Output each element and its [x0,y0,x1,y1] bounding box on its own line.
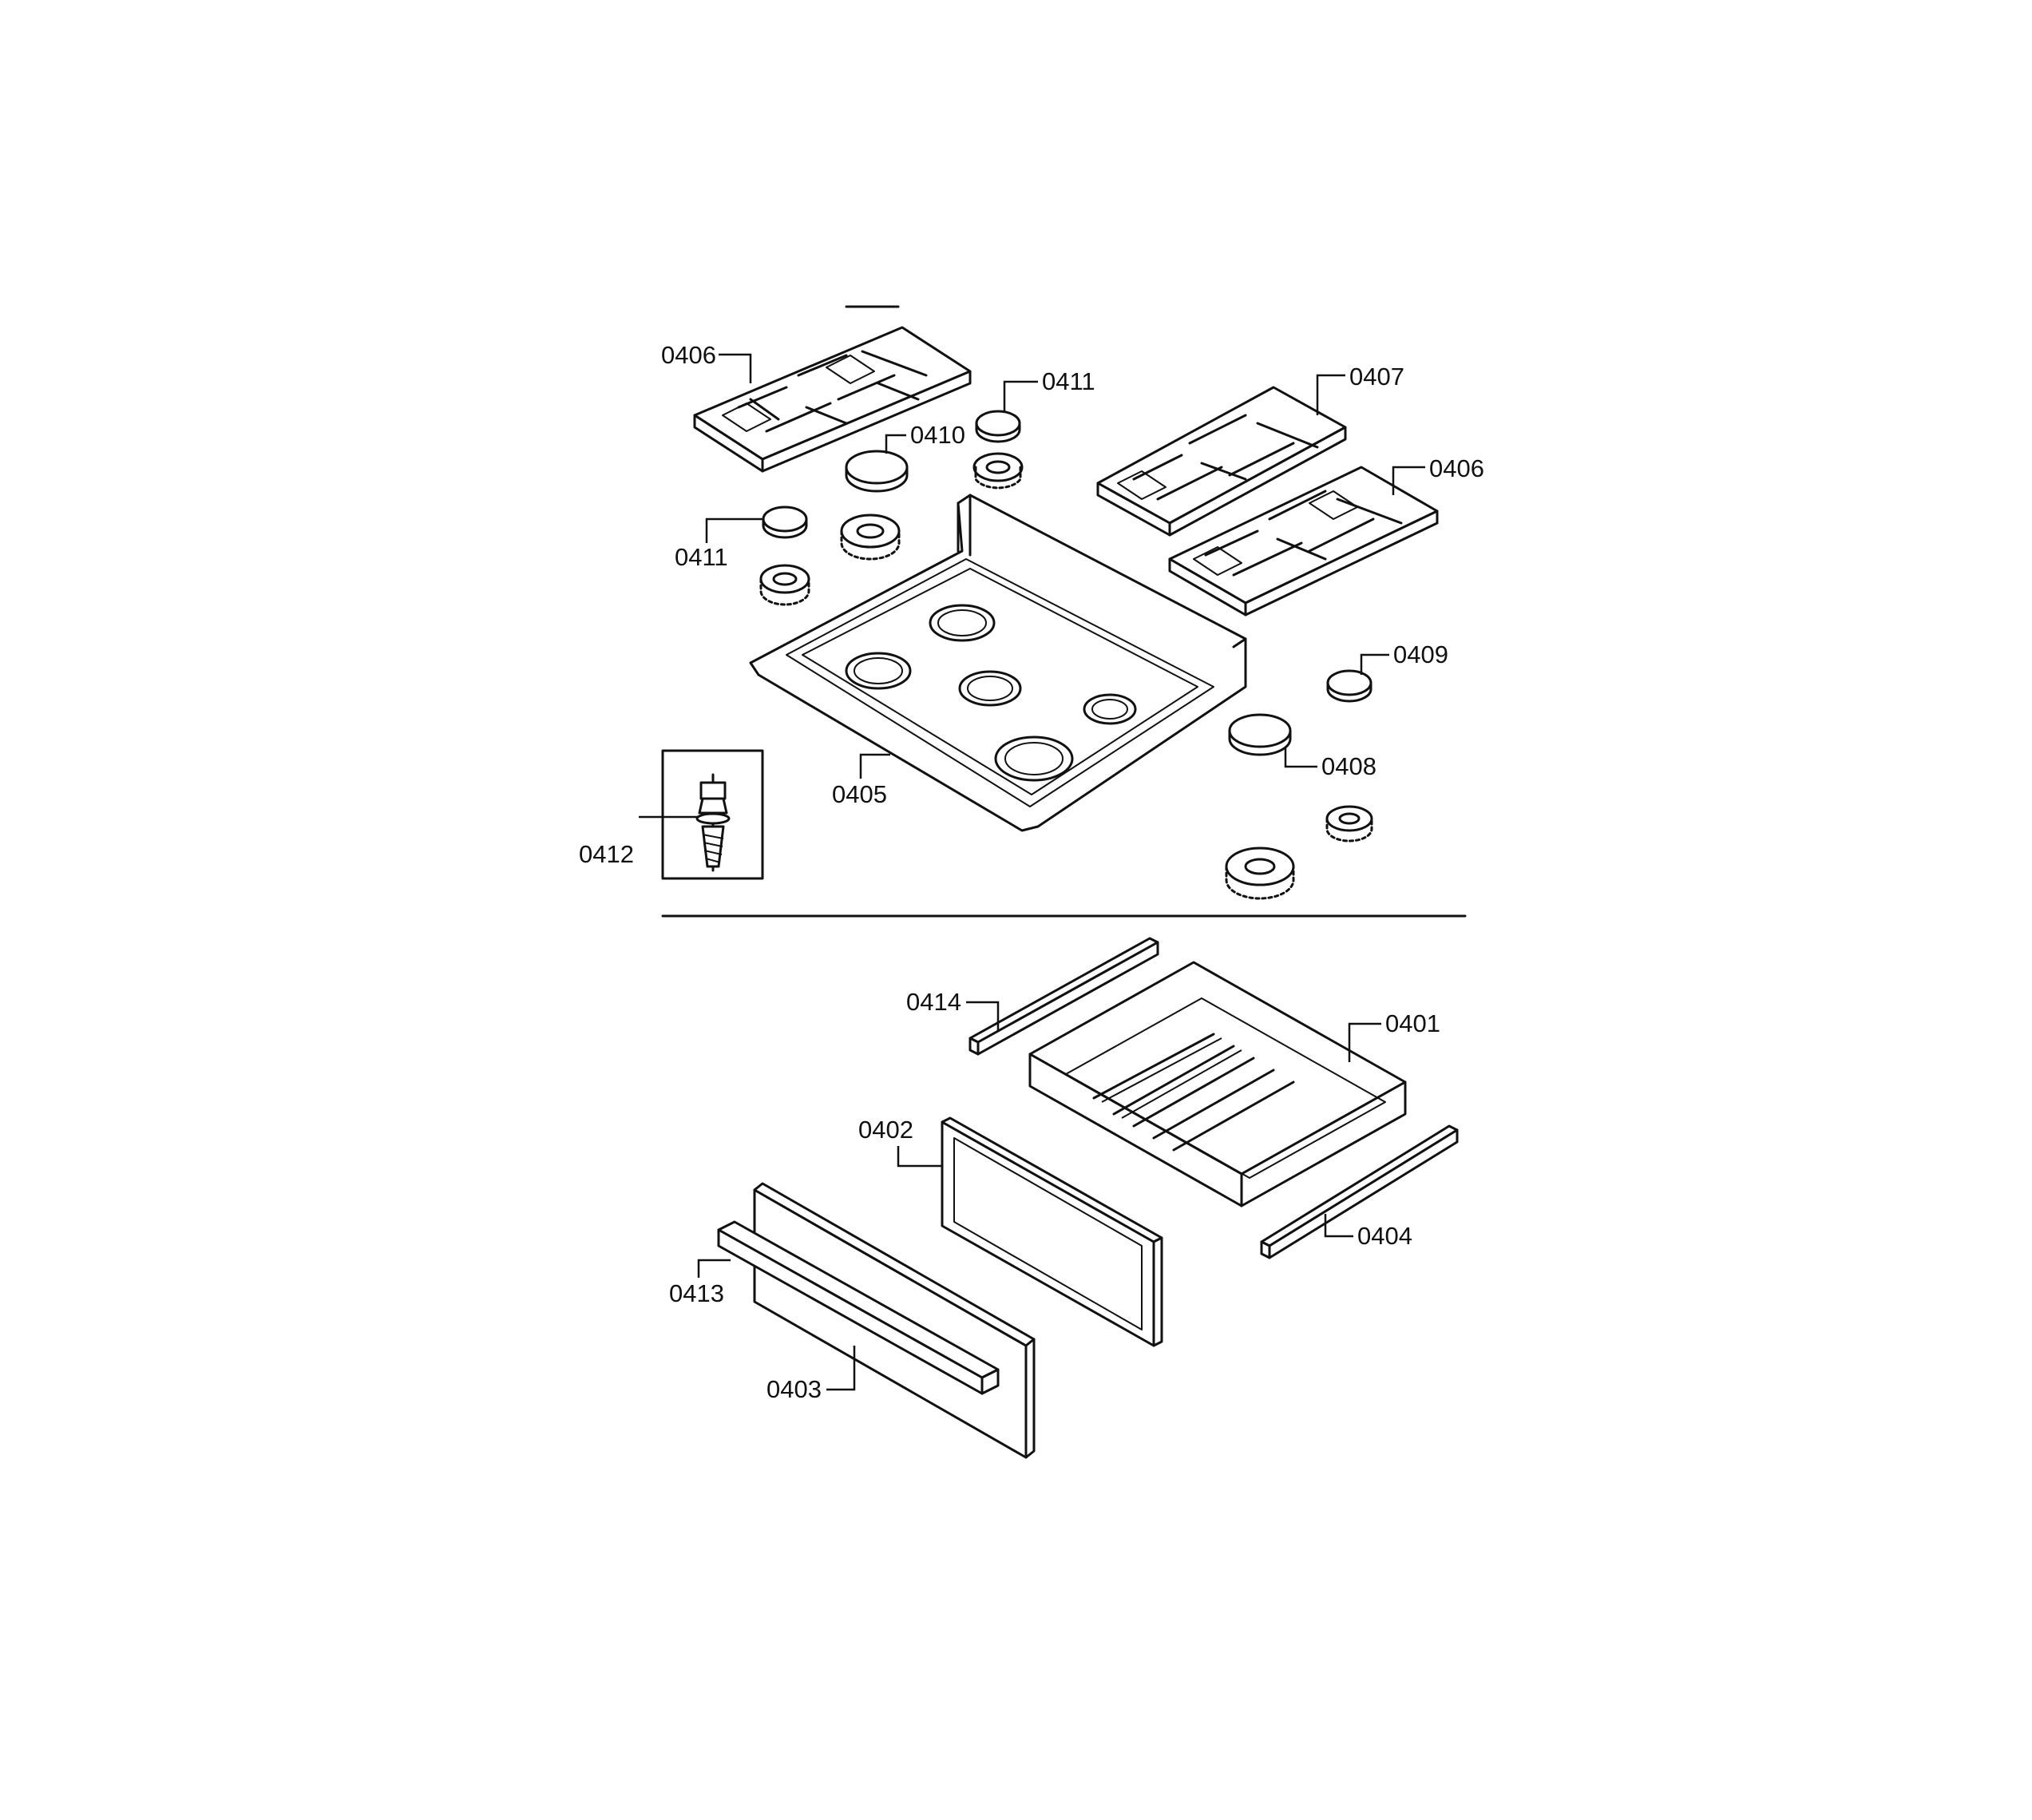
svg-text:0406: 0406 [661,341,716,369]
callout-0403: 0403 [766,1346,856,1403]
svg-text:0401: 0401 [1385,1009,1440,1037]
screw-0412-box [661,749,764,880]
callout-0407: 0407 [1316,363,1404,415]
grate-left [693,326,972,473]
burner-head-4 [1325,805,1373,843]
callout-0408: 0408 [1284,747,1376,780]
burner-cap-0411-top [975,410,1021,443]
drawer-frame-0402 [941,1116,1163,1347]
drawer-handle-0413 [717,1220,1000,1395]
svg-text:0413: 0413 [669,1279,724,1307]
svg-text:0408: 0408 [1321,752,1376,780]
svg-text:0404: 0404 [1357,1222,1412,1250]
svg-text:0411: 0411 [1042,367,1095,395]
burner-cap-0409 [1326,669,1372,703]
callout-0405: 0405 [832,753,890,808]
burner-head-3 [759,564,810,606]
burner-head-1 [972,452,1024,490]
svg-text:0409: 0409 [1393,640,1448,668]
burner-cap-0411-left [762,506,808,539]
burner-cap-0408 [1228,713,1292,756]
callout-0411-top: 0411 [1003,367,1095,411]
svg-text:0403: 0403 [766,1375,822,1403]
cooktop-0405 [749,494,1247,832]
callout-0410: 0410 [885,421,965,454]
grate-right-front [1168,466,1439,617]
svg-text:0414: 0414 [906,988,961,1016]
drawer-0401 [1028,961,1407,1207]
svg-text:0405: 0405 [832,780,887,808]
burner-cap-0410 [845,450,909,493]
callout-0411-left: 0411 [675,517,762,571]
svg-text:0406: 0406 [1429,454,1484,482]
svg-text:0402: 0402 [858,1116,913,1144]
callout-0412: 0412 [579,815,699,868]
callout-0404: 0404 [1324,1214,1412,1250]
callout-0406-right: 0406 [1392,454,1484,495]
slide-rail-0404 [1260,1124,1459,1259]
burner-head-2 [840,513,901,561]
callout-0401: 0401 [1348,1009,1440,1062]
callout-0409: 0409 [1360,640,1448,675]
burner-head-5 [1225,847,1295,900]
callout-0402: 0402 [858,1116,942,1168]
slide-rail-0414 [968,937,1159,1056]
svg-text:0407: 0407 [1349,363,1404,391]
callout-0413: 0413 [669,1259,731,1307]
callout-0406-left: 0406 [661,341,752,383]
grate-right-rear [1096,386,1347,537]
callout-0414: 0414 [906,988,1000,1030]
svg-text:0412: 0412 [579,840,634,868]
svg-text:0411: 0411 [675,543,728,571]
svg-text:0410: 0410 [910,421,965,449]
